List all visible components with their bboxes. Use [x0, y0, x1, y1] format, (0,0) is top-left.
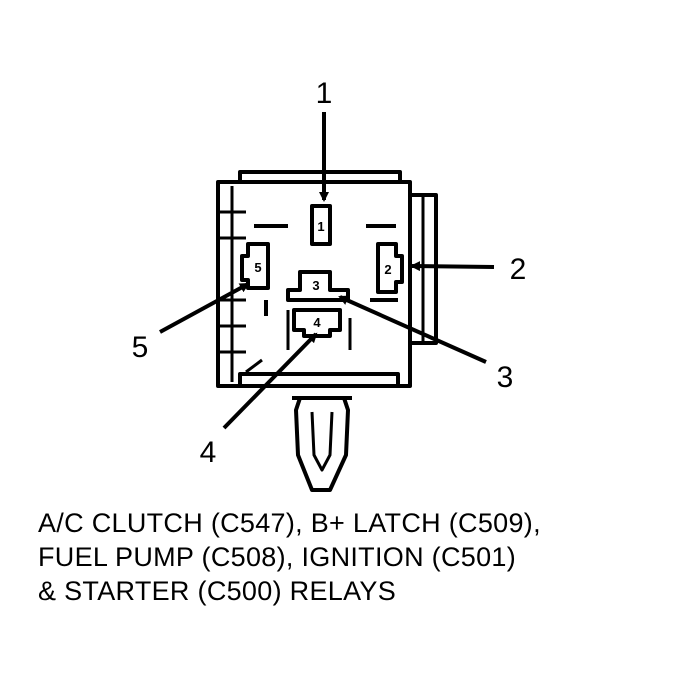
pin-labels: 1 2 3 4 5 [254, 219, 391, 330]
pin-label-2: 2 [384, 262, 391, 277]
callout-label-4: 4 [200, 436, 217, 469]
callout-label-5: 5 [132, 331, 149, 364]
leader-line-2 [410, 261, 495, 272]
diagram-caption: A/C CLUTCH (C547), B+ LATCH (C509), FUEL… [38, 506, 678, 608]
leader-line-3 [338, 295, 487, 364]
caption-line-2: FUEL PUMP (C508), IGNITION (C501) [38, 542, 516, 572]
pin-label-5: 5 [254, 260, 261, 275]
pin-label-3: 3 [312, 278, 319, 293]
callout-label-1: 1 [316, 77, 333, 110]
callout-label-2: 2 [510, 253, 527, 286]
caption-line-1: A/C CLUTCH (C547), B+ LATCH (C509), [38, 508, 541, 538]
caption-line-3: & STARTER (C500) RELAYS [38, 576, 397, 606]
connector-housing [216, 170, 438, 492]
leader-line-4 [222, 332, 318, 430]
leader-line-5 [159, 282, 250, 334]
callout-labels: 1 2 3 4 5 [132, 77, 527, 469]
pin-label-1: 1 [317, 219, 324, 234]
callout-label-3: 3 [497, 361, 514, 394]
terminal-slots [240, 204, 404, 350]
leader-lines [159, 112, 495, 430]
pin-label-4: 4 [313, 315, 321, 330]
